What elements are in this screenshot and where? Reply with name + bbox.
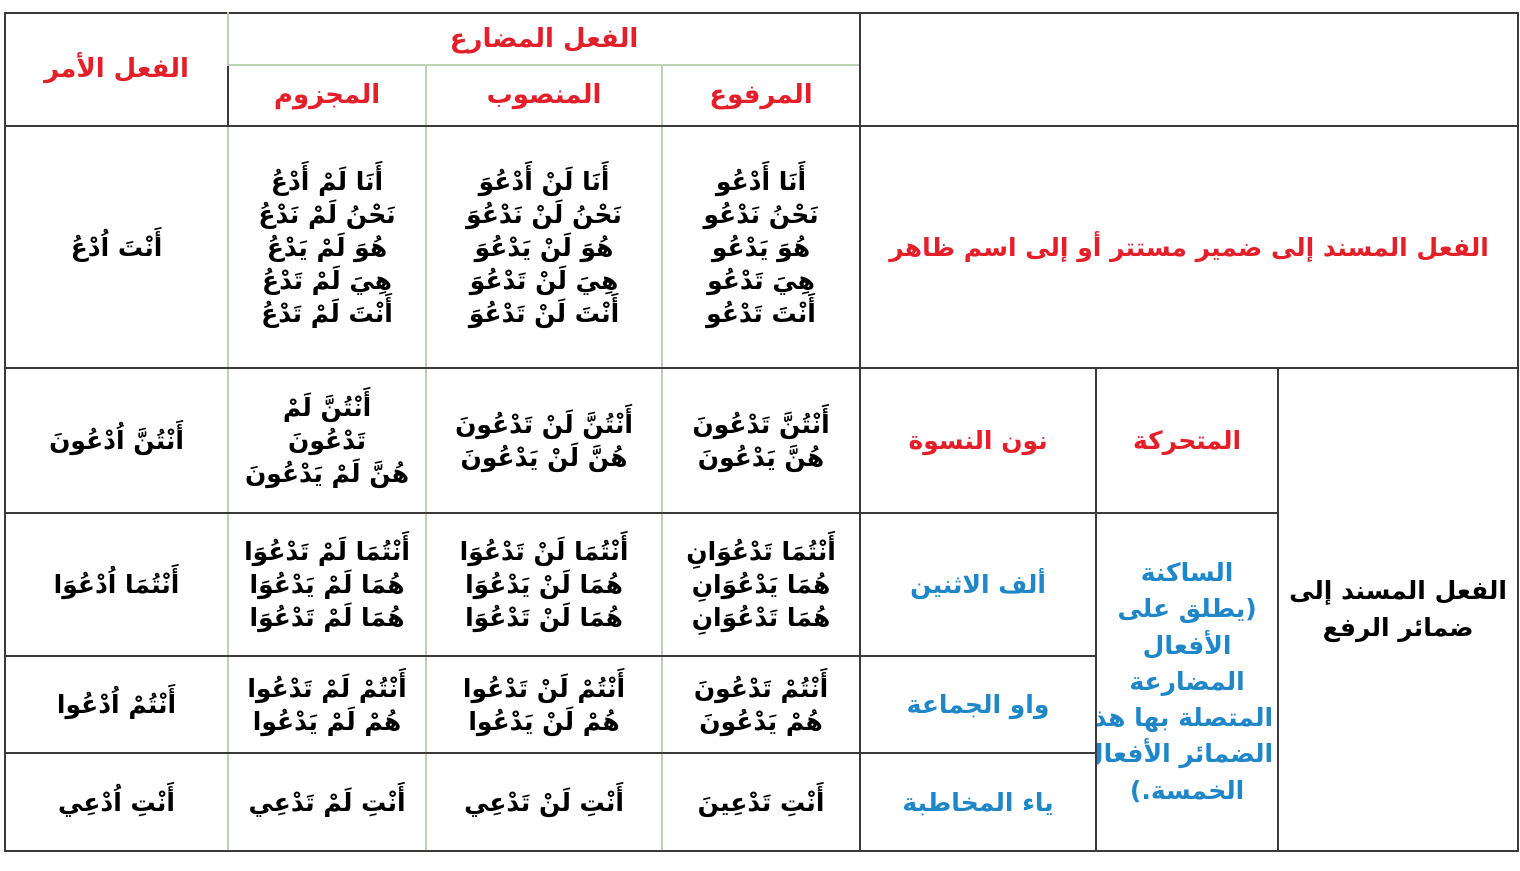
cell-mukhataba-marfu: أَنْتِ تَدْعِينَ	[661, 752, 862, 852]
verb-line: أَنْتَ لَنْ تَدْعُوَ	[468, 298, 620, 328]
pronoun-alif-ithnayn: ألف الاثنين	[859, 512, 1098, 657]
cell-ithnayn-majzum: أَنْتُمَا لَمْ تَدْعُوَا هُمَا لَمْ يَدْ…	[226, 512, 428, 657]
pronoun-nun-niswa: نون النسوة	[859, 367, 1098, 514]
verb-line: هُمَا لَنْ تَدْعُوَا	[465, 603, 623, 632]
verb-line: هِيَ لَنْ تَدْعُوَ	[469, 265, 619, 295]
cell-mukhataba-majzum: أَنْتِ لَمْ تَدْعِي	[226, 752, 428, 852]
verb-line: هِيَ تَدْعُو	[707, 265, 815, 295]
cell-niswa-mansub: أَنْتُنَّ لَنْ تَدْعُونَ هُنَّ لَنْ يَدْ…	[425, 367, 664, 514]
verb-line: أَنْتُمَا تَدْعُوَانِ	[686, 537, 836, 566]
verb-line: هُمَا لَنْ يَدْعُوَا	[465, 570, 623, 599]
sakina-line: (يطلق على	[1117, 594, 1257, 624]
cell-mukhataba-mansub: أَنْتِ لَنْ تَدْعِي	[425, 752, 664, 852]
verb-line: أَنْتُنَّ تَدْعُونَ	[692, 409, 830, 439]
verb-line: تَدْعُونَ	[288, 426, 366, 455]
sakina-line: المضارعة	[1129, 666, 1245, 696]
row-alif-ithnayn: الساكنة (يطلق على الأفعال المضارعة المتص…	[4, 512, 1518, 852]
pronoun-waw-jamaa: واو الجماعة	[859, 655, 1098, 754]
verb-line: أَنَا لَنْ أَدْعُوَ	[478, 166, 610, 196]
sakina-line: الضمائر الأفعال	[1096, 739, 1274, 769]
verb-line: أَنَا لَمْ أَدْعُ	[270, 166, 384, 196]
label-sakina: الساكنة (يطلق على الأفعال المضارعة المتص…	[1095, 512, 1280, 852]
cell-mukhataba-imperative: أَنْتِ اُدْعِي	[4, 752, 229, 852]
row-ya-mukhataba: ياء المخاطبة أَنْتِ تَدْعِينَ أَنْتِ لَن…	[4, 752, 1518, 852]
verb-line: هُوَ لَمْ يَدْعُ	[266, 232, 388, 262]
verb-line: نَحْنُ لَمْ نَدْعُ	[258, 199, 396, 229]
verb-line: نَحْنُ لَنْ نَدْعُوَ	[466, 199, 622, 229]
cell-ithnayn-marfu: أَنْتُمَا تَدْعُوَانِ هُمَا يَدْعُوَانِ …	[661, 512, 862, 657]
header-marfu: المرفوع	[661, 64, 862, 127]
verb-line: أَنْتُنَّ لَنْ تَدْعُونَ	[455, 409, 633, 439]
cell-jamaa-marfu: أَنْتُمْ تَدْعُونَ هُمْ يَدْعُونَ	[661, 655, 862, 754]
conjugation-table-container: الفعل المضارع الفعل الأمر المرفوع المنصو…	[4, 12, 1520, 852]
label-raf-pronouns: الفعل المسند إلى ضمائر الرفع	[1277, 367, 1520, 852]
verb-line: هُنَّ لَنْ يَدْعُونَ	[460, 442, 628, 472]
cell-niswa-majzum: أَنْتُنَّ لَمْ تَدْعُونَ هُنَّ لَمْ يَدْ…	[226, 367, 428, 514]
verb-line: أَنْتَ لَمْ تَدْعُ	[261, 298, 393, 328]
row-waw-jamaa: واو الجماعة أَنْتُمْ تَدْعُونَ هُمْ يَدْ…	[4, 655, 1518, 754]
verb-line: أَنْتُمَا لَمْ تَدْعُوَا	[244, 537, 410, 566]
row-hidden-pronoun: الفعل المسند إلى ضمير مستتر أو إلى اسم ظ…	[4, 125, 1520, 369]
verb-line: هِيَ لَمْ تَدْعُ	[262, 265, 392, 295]
row-nun-niswa: الفعل المسند إلى ضمائر الرفع المتحركة نو…	[4, 367, 1520, 852]
cell-hidden-mansub: أَنَا لَنْ أَدْعُوَ نَحْنُ لَنْ نَدْعُوَ…	[425, 125, 664, 369]
verb-line: أَنْتُمَا لَنْ تَدْعُوَا	[459, 537, 629, 566]
sakina-line: الأفعال	[1142, 630, 1232, 660]
sakina-line: الساكنة	[1140, 558, 1234, 588]
header-row-1: الفعل المضارع الفعل الأمر	[4, 12, 1520, 127]
verb-line: هُمْ لَمْ يَدْعُوا	[252, 706, 402, 736]
header-mansub: المنصوب	[425, 64, 664, 127]
cell-jamaa-mansub: أَنْتُمْ لَنْ تَدْعُوا هُمْ لَنْ يَدْعُو…	[425, 655, 664, 754]
cell-hidden-majzum: أَنَا لَمْ أَدْعُ نَحْنُ لَمْ نَدْعُ هُو…	[226, 125, 428, 369]
label-hidden-pronoun: الفعل المسند إلى ضمير مستتر أو إلى اسم ظ…	[859, 125, 1520, 369]
verb-line: هُوَ يَدْعُو	[711, 232, 811, 262]
verb-line: أَنْتُنَّ لَمْ	[282, 393, 372, 422]
verb-line: هُوَ لَنْ يَدْعُوَ	[474, 232, 614, 262]
verb-line: هُمَا يَدْعُوَانِ	[691, 570, 831, 599]
cell-jamaa-imperative: أَنْتُمْ اُدْعُوا	[4, 655, 229, 754]
label-mutaharrika: المتحركة	[1095, 367, 1280, 514]
header-imperative: الفعل الأمر	[4, 12, 229, 127]
header-row-2: المرفوع المنصوب المجزوم	[5, 64, 1518, 127]
verb-line: هُنَّ يَدْعُونَ	[697, 442, 825, 472]
cell-jamaa-majzum: أَنْتُمْ لَمْ تَدْعُوا هُمْ لَمْ يَدْعُو…	[226, 655, 428, 754]
header-majzum: المجزوم	[226, 64, 428, 127]
verb-line: أَنْتُمْ لَمْ تَدْعُوا	[247, 673, 407, 703]
cell-hidden-imperative: أَنْتَ اُدْعُ	[4, 125, 229, 369]
verb-line: هُمَا لَمْ يَدْعُوَا	[249, 570, 405, 599]
verb-line: أَنْتَ تَدْعُو	[706, 298, 816, 328]
cell-hidden-marfu: أَنَا أَدْعُو نَحْنُ نَدْعُو هُوَ يَدْعُ…	[661, 125, 862, 369]
header-empty-cell	[859, 12, 1520, 127]
verb-line: نَحْنُ نَدْعُو	[703, 199, 819, 229]
pronoun-ya-mukhataba: ياء المخاطبة	[859, 752, 1098, 852]
sakina-line: الخمسة.)	[1129, 775, 1245, 805]
cell-niswa-imperative: أَنْتُنَّ اُدْعُونَ	[4, 367, 229, 514]
header-present-tense: الفعل المضارع	[226, 12, 862, 66]
cell-niswa-marfu: أَنْتُنَّ تَدْعُونَ هُنَّ يَدْعُونَ	[661, 367, 862, 514]
cell-ithnayn-imperative: أَنْتُمَا اُدْعُوَا	[4, 512, 229, 657]
verb-line: أَنْتُمْ لَنْ تَدْعُوا	[462, 673, 626, 703]
verb-line: أَنَا أَدْعُو	[715, 166, 807, 196]
verb-line: هُمْ لَنْ يَدْعُوا	[468, 706, 620, 736]
verb-conjugation-table: الفعل المضارع الفعل الأمر المرفوع المنصو…	[4, 12, 1520, 852]
cell-ithnayn-mansub: أَنْتُمَا لَنْ تَدْعُوَا هُمَا لَنْ يَدْ…	[425, 512, 664, 657]
verb-line: هُمْ يَدْعُونَ	[699, 706, 823, 736]
sakina-line: المتصلة بها هذه	[1096, 703, 1274, 733]
verb-line: هُمَا لَمْ تَدْعُوَا	[249, 603, 405, 632]
verb-line: هُنَّ لَمْ يَدْعُونَ	[244, 459, 410, 488]
verb-line: أَنْتُمْ تَدْعُونَ	[693, 673, 829, 703]
verb-line: هُمَا تَدْعُوَانِ	[691, 603, 831, 632]
